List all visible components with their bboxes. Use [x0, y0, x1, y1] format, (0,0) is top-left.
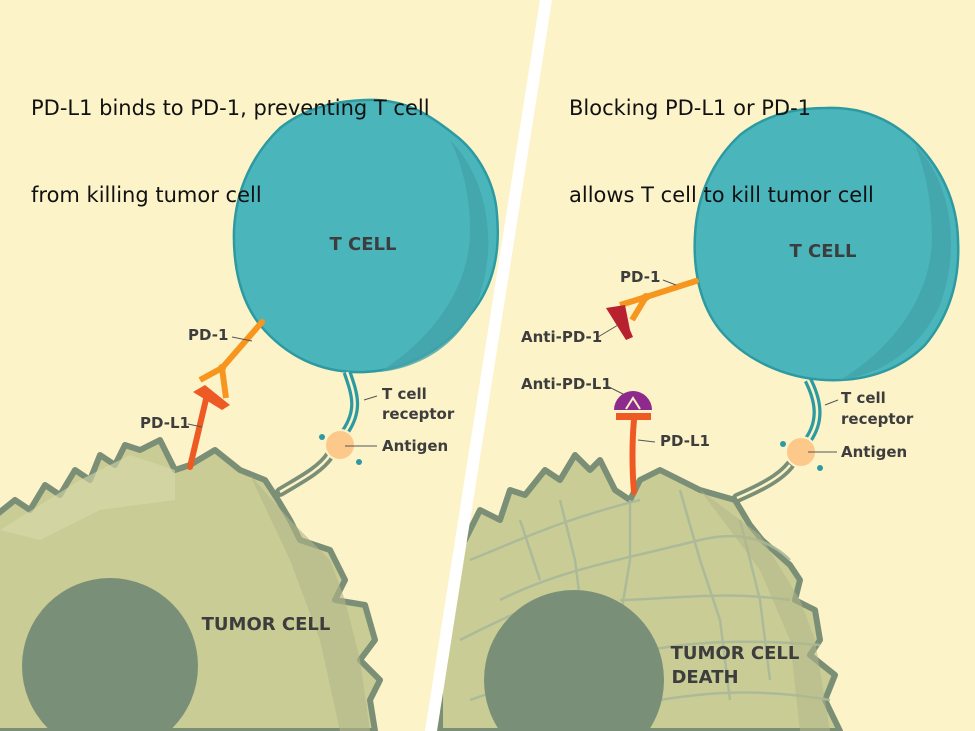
antigen-label-left: Antigen — [382, 437, 448, 455]
pd1-label-right: PD-1 — [620, 268, 660, 286]
left-panel-title: PD-L1 binds to PD-1, preventing T cell f… — [31, 36, 430, 268]
tcr-label-left-1: T cell — [382, 385, 427, 403]
left-title-line-1: PD-L1 binds to PD-1, preventing T cell — [31, 96, 430, 120]
pdl1-stem-left — [187, 392, 210, 470]
tcr-label-right-2: receptor — [841, 410, 914, 428]
antigen-left — [324, 429, 356, 461]
tcr-gap — [806, 379, 819, 441]
right-panel-title: Blocking PD-L1 or PD-1 allows T cell to … — [569, 36, 874, 268]
left-panel: TUMOR CELL T CELL PD-1 PD-L1 — [0, 98, 500, 731]
pd1-arms-left — [198, 365, 229, 399]
anti-pd1-antibody — [606, 305, 633, 340]
antigen-label-right: Antigen — [841, 443, 907, 461]
tcr-tip — [319, 434, 325, 440]
tcr-tip — [356, 459, 362, 465]
pdl1-label-right: PD-L1 — [660, 432, 710, 450]
anti-pd1-label: Anti-PD-1 — [521, 328, 602, 346]
pdl1-label-left: PD-L1 — [140, 414, 190, 432]
leader-line — [606, 385, 626, 396]
tumor-highlight — [0, 455, 175, 540]
pdl1-head-right — [616, 413, 651, 420]
t-cell-left — [232, 98, 500, 374]
t-cell-shadow — [380, 140, 489, 372]
tumor-cracks — [459, 489, 831, 702]
anti-pdl1-notch — [625, 396, 641, 410]
tcr-label-right-1: T cell — [841, 389, 886, 407]
t-cell-label-left: T CELL — [330, 234, 397, 255]
t-cell-shadow — [840, 145, 952, 380]
leader-line — [231, 336, 253, 342]
tcr-gap — [343, 371, 356, 433]
pdl1-head-left — [193, 385, 230, 410]
tcr-tip — [780, 441, 786, 447]
pd1-stem-right — [643, 278, 699, 300]
t-cell-label-right: T CELL — [790, 241, 857, 262]
tumor-cell-label-left: TUMOR CELL — [202, 614, 331, 635]
left-title-line-2: from killing tumor cell — [31, 183, 262, 207]
leader-line — [662, 279, 677, 286]
nucleus-left — [22, 578, 198, 731]
mhc-stalk-gap — [736, 464, 791, 500]
tumor-shadow — [250, 475, 370, 731]
mhc-stalk-right — [732, 460, 795, 503]
tumor-cell-label-right-1: TUMOR CELL — [671, 643, 800, 664]
nucleus-right — [484, 590, 664, 731]
leader-line — [824, 399, 839, 406]
leader-line — [597, 324, 619, 338]
tcr-tip — [817, 465, 823, 471]
pd1-label-left: PD-1 — [188, 326, 228, 344]
tumor-shadow — [700, 490, 830, 731]
pd1-stem-left — [219, 319, 265, 371]
leader-line — [363, 395, 378, 401]
tcr-label-left-2: receptor — [382, 405, 455, 423]
pd1-arms-right — [619, 294, 649, 322]
leader-line — [187, 423, 203, 428]
pdl1-stem-right — [629, 417, 637, 495]
t-cell-right — [693, 106, 960, 382]
right-title-line-1: Blocking PD-L1 or PD-1 — [569, 96, 812, 120]
right-title-line-2: allows T cell to kill tumor cell — [569, 183, 874, 207]
tumor-cell-label-right-2: DEATH — [671, 667, 738, 688]
right-panel: TUMOR CELL DEATH T CELL — [437, 106, 960, 731]
anti-pdl1-label: Anti-PD-L1 — [521, 375, 612, 393]
panel-divider — [425, 0, 552, 731]
leader-line — [637, 439, 656, 443]
mhc-stalk-gap — [279, 454, 332, 494]
anti-pdl1-antibody — [614, 391, 652, 410]
